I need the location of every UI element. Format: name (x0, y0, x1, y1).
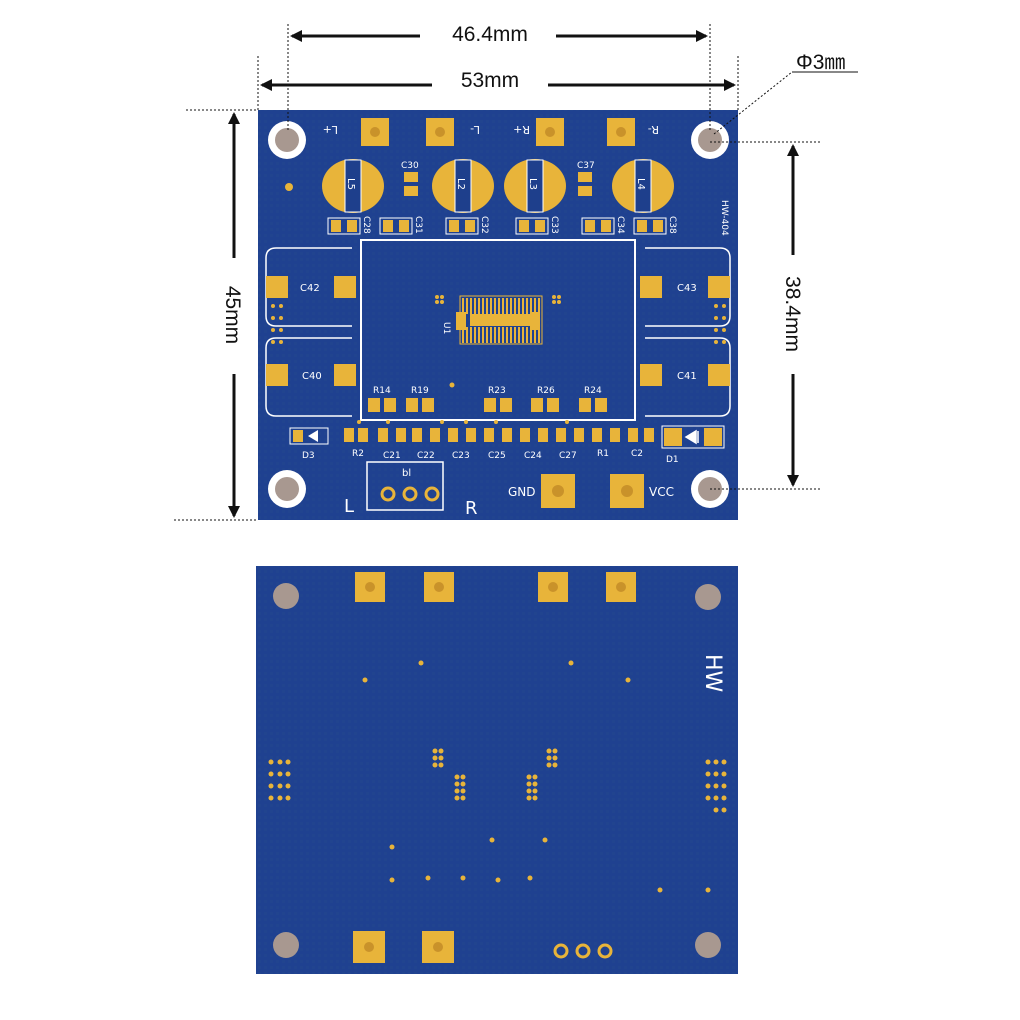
small-caps-top: C30 C37 (401, 161, 595, 196)
front-mounting-holes (268, 121, 729, 508)
big-capacitors: C42 C40 C43 C41 (265, 247, 731, 417)
inductors: L5 L2 L3 L4 (322, 159, 674, 213)
inductor-l2-label: L2 (455, 178, 466, 190)
dim-hole-diameter: Φ3㎜ (796, 51, 845, 74)
front-board: L+ L- R+ R- L5 L2 L3 L4 C30 C37 HW-404 (258, 110, 738, 520)
caps-row: C28 C31 C32 C33 C34 C38 (327, 216, 677, 235)
cap-c23-label: C23 (452, 451, 470, 461)
cap-c41-label: C41 (677, 371, 697, 382)
back-board: HW (256, 566, 738, 974)
resistor-r26-label: R26 (537, 386, 555, 396)
cap-c31-label: C31 (413, 216, 423, 234)
dim-overall-width: 53mm (461, 69, 519, 92)
chip-vias (435, 295, 561, 388)
cap-c33-label: C33 (549, 216, 559, 234)
back-mounting-holes (273, 583, 721, 958)
terminal-label-r-plus: R+ (513, 123, 530, 136)
chip-u1-label: U1 (441, 322, 451, 334)
cap-c30-label: C30 (401, 161, 419, 171)
side-vias (271, 304, 726, 344)
cap-c2-label: C2 (631, 449, 643, 459)
resistor-r19-label: R19 (411, 386, 429, 396)
resistor-r24-label: R24 (584, 386, 602, 396)
row-vias (357, 420, 569, 424)
dim-hole-spacing-vertical: 38.4mm (781, 276, 804, 352)
diode-d3-label: D3 (302, 451, 315, 461)
cap-c37-label: C37 (577, 161, 595, 171)
terminal-label-l-plus: L+ (323, 123, 338, 136)
back-board-substrate (256, 566, 738, 974)
dim-top-width: 46.4mm (452, 23, 528, 46)
terminal-label-r-minus: R- (648, 123, 659, 136)
resistor-r1-label: R1 (597, 449, 609, 459)
back-speaker-pads (355, 572, 636, 602)
inductor-l3-label: L3 (527, 178, 538, 190)
back-mark-label: HW (700, 654, 725, 693)
vcc-label: VCC (649, 485, 674, 499)
terminal-label-l-minus: L- (470, 123, 480, 136)
speaker-terminals: L+ L- R+ R- (323, 118, 659, 146)
front-model-label: HW-404 (719, 200, 729, 236)
chip-area-outline (360, 239, 636, 421)
diode-d1-label: D1 (666, 455, 679, 465)
power-terminals: GND VCC (508, 474, 674, 508)
input-connector: bl L R (344, 461, 478, 519)
cap-c34-label: C34 (615, 216, 625, 234)
resistors: R14 R19 R23 R26 R24 (368, 386, 607, 412)
back-vias (268, 660, 727, 893)
gnd-label: GND (508, 485, 536, 499)
inductor-l4-label: L4 (635, 178, 646, 190)
dim-overall-height: 45mm (221, 286, 244, 344)
left-channel-mark: L (344, 496, 354, 517)
cap-c43-label: C43 (677, 283, 697, 294)
chip-u1: U1 (441, 295, 543, 345)
dimension-lines: 46.4mm 53mm Φ3㎜ 45mm 38.4mm (174, 23, 858, 521)
back-input-pads (353, 931, 613, 963)
cap-c22-label: C22 (417, 451, 435, 461)
inductor-l5-label: L5 (345, 178, 356, 190)
cap-c21-label: C21 (383, 451, 401, 461)
cap-c32-label: C32 (479, 216, 489, 234)
cap-c27-label: C27 (559, 451, 577, 461)
connector-label: bl (402, 468, 411, 479)
cap-c28-label: C28 (361, 216, 371, 234)
cap-c25-label: C25 (488, 451, 506, 461)
cap-c40-label: C40 (302, 371, 322, 382)
resistor-r14-label: R14 (373, 386, 391, 396)
cap-c42-label: C42 (300, 283, 320, 294)
bottom-component-row: D3 R2 C21 C22 C23 C25 C24 C27 R1 C2 D1 (289, 425, 725, 465)
resistor-r23-label: R23 (488, 386, 506, 396)
cap-c38-label: C38 (667, 216, 677, 234)
right-channel-mark: R (465, 498, 478, 519)
cap-c24-label: C24 (524, 451, 542, 461)
resistor-r2-label: R2 (352, 449, 364, 459)
